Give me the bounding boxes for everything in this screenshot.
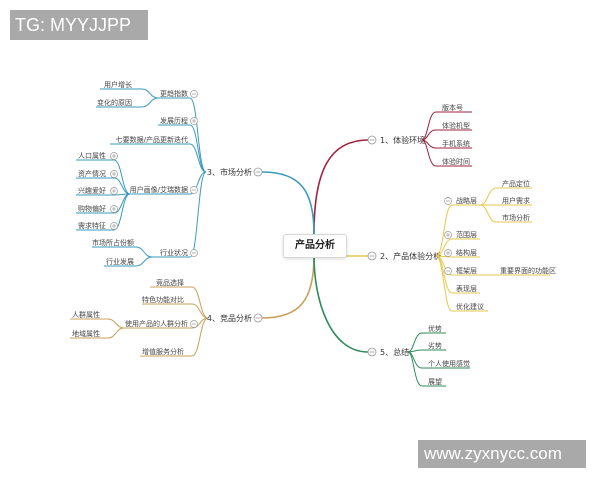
node-text: 七要数据/产品更新迭代	[116, 135, 188, 144]
node-text: 展望	[428, 377, 442, 386]
branch3-group: 3、市场分析 更趋指数 发展历程 七要数据/产品更新迭代 用户画像/艾瑞数据 行…	[76, 80, 263, 267]
node-text: 用户增长	[104, 80, 132, 89]
node-text: 特色功能对比	[142, 295, 184, 304]
connector-branch4	[261, 255, 315, 319]
node-text: 结构层	[456, 248, 477, 257]
branch1-group: 1、体验环境 版本号 体验机型 手机系统 体验时间	[367, 103, 472, 167]
node-text: 个人使用感觉	[428, 359, 470, 368]
node-text: 购物偏好	[78, 204, 106, 213]
node-text: 竞品选择	[156, 278, 184, 287]
node-text: 产品定位	[502, 179, 530, 188]
branch4-label: 4、竞品分析	[207, 313, 252, 323]
branch5-group: 5、总结 优势 劣势 个人使用感觉 展望	[367, 324, 470, 387]
node-text: 需求特征	[78, 221, 106, 230]
node-text: 更趋指数	[160, 89, 188, 98]
node-text: 战略层	[456, 196, 477, 205]
node-text: 地域属性	[72, 329, 100, 338]
node-text: 用户画像/艾瑞数据	[130, 185, 188, 194]
node-text: 体验时间	[442, 157, 470, 166]
node-text: 表现层	[456, 284, 477, 293]
node-text: 市场分析	[502, 213, 530, 222]
connector-branch5	[313, 255, 369, 353]
node-text: 使用产品的人群分析	[125, 319, 188, 328]
connector-branch1	[313, 139, 369, 235]
node-text: 市场所占份额	[92, 238, 134, 247]
branch1-label: 1、体验环境	[380, 135, 425, 145]
branch2-group: 2、产品体验分析 战略层 范围层 结构层 框架层 表现层 优化建议 产品定位 用…	[367, 179, 556, 312]
node-text: 发展历程	[160, 116, 188, 125]
node-text: 用户需求	[502, 196, 530, 205]
branch5-label: 5、总结	[380, 347, 409, 357]
node-text: 优势	[428, 324, 442, 333]
node-text: 版本号	[442, 103, 463, 112]
node-text: 手机系统	[442, 139, 470, 148]
node-text: 劣势	[428, 341, 442, 350]
node-text: 增值服务分析	[142, 347, 184, 356]
watermark-top-left: TG: MYYJJPP	[10, 10, 148, 40]
node-text: 体验机型	[442, 121, 470, 130]
node-text: 行业状况	[160, 248, 188, 257]
branch2-label: 2、产品体验分析	[380, 251, 441, 261]
node-text: 人群属性	[72, 310, 100, 319]
node-text: 行业发展	[106, 257, 134, 266]
branch4-group: 4、竞品分析 竞品选择 特色功能对比 使用产品的人群分析 增值服务分析 人群属性…	[70, 278, 263, 357]
node-text: 资产情况	[78, 169, 106, 178]
expand-icons-user-profile	[110, 152, 118, 230]
node-text: 范围层	[456, 230, 477, 239]
node-text: 框架层	[456, 266, 477, 275]
node-text: 变化的原因	[97, 98, 132, 107]
node-text: 人口属性	[78, 151, 106, 160]
root-node[interactable]: 产品分析	[283, 234, 347, 258]
branch3-label: 3、市场分析	[207, 167, 252, 177]
node-text: 重要界面的功能区	[500, 266, 556, 275]
connector-branch3	[261, 171, 315, 235]
node-text: 优化建议	[456, 302, 484, 311]
watermark-bottom-right: www.zyxnycc.com	[418, 440, 586, 468]
node-text: 兴趣爱好	[78, 186, 106, 195]
